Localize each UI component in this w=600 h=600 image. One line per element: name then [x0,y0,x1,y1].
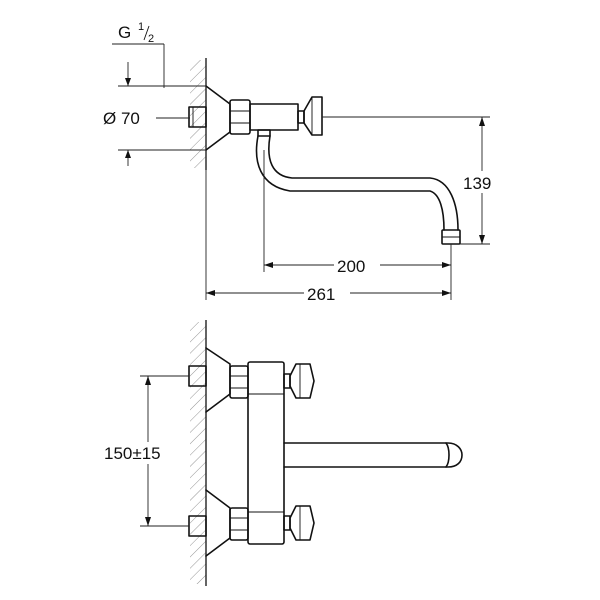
front-mixer-body [247,361,285,545]
side-spout-neck [257,129,271,137]
front-view-wall [190,320,207,586]
overall-depth-dimension: 261 [205,170,451,304]
front-upper-handle [283,363,315,399]
diameter-value: Ø 70 [103,109,140,128]
front-lower-escutcheon [205,489,231,557]
height-value: 139 [463,174,491,193]
thread-numerator: 1 [138,21,144,33]
height-dimension: 139 [322,116,500,245]
side-escutcheon [205,85,231,151]
side-handle [297,96,323,136]
centre-distance-value: 150±15 [104,444,161,463]
front-spout [283,442,463,468]
front-upper-escutcheon [205,347,231,413]
front-view: 150±15 [103,320,463,586]
overall-depth-value: 261 [307,285,335,304]
spout-reach-dimension: 200 [263,150,452,300]
side-spout-pipe [255,135,459,231]
side-aerator [441,229,461,245]
thread-letter: G [118,23,131,42]
side-view-wall [190,58,207,170]
side-valve-body [249,103,299,131]
front-lower-hex-nut [229,507,249,541]
diameter-dimension: Ø 70 [103,62,206,166]
side-hex-nut [229,99,251,135]
front-lower-handle [283,505,315,541]
side-view: G 1 2 Ø 70 139 [103,21,500,304]
thread-size-label: G 1 2 [112,21,165,88]
front-upper-hex-nut [229,365,249,399]
centre-distance-dimension: 150±15 [103,375,189,527]
spout-reach-value: 200 [337,257,365,276]
side-wall-connector [188,106,207,128]
thread-denominator: 2 [148,33,154,45]
